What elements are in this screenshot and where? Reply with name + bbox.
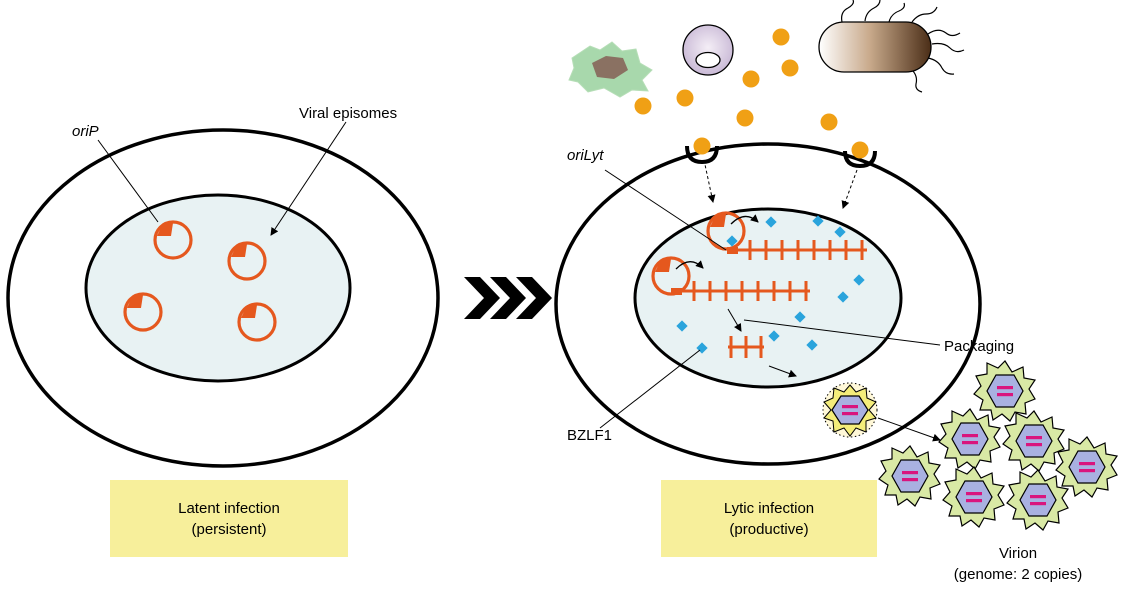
dendritic-cell-icon xyxy=(568,41,653,98)
rolling-arrow xyxy=(675,260,704,270)
virion-caption-subtitle: (genome: 2 copies) xyxy=(953,566,1083,583)
virion-caption: Virion (genome: 2 copies) xyxy=(938,543,1098,585)
episomes-pointer xyxy=(270,121,347,236)
transition-chevrons-icon xyxy=(464,277,552,319)
lytic-infection-box: Lytic infection (productive) xyxy=(661,480,877,557)
bound-ligand xyxy=(851,141,869,159)
concatemer-ticks xyxy=(748,240,864,260)
packaging-label: Packaging xyxy=(944,338,1014,355)
cleaved-genome-unit xyxy=(728,336,764,358)
signal-arrow xyxy=(841,169,858,209)
rolling-arrow xyxy=(730,214,759,225)
bound-ligand xyxy=(693,137,711,155)
bzlf1-label: BZLF1 xyxy=(567,427,612,444)
lytic-nucleus xyxy=(633,207,903,389)
bacterium-icon xyxy=(818,0,965,93)
orip-leader-line xyxy=(97,139,159,223)
receptor-right xyxy=(843,150,877,169)
orilyt-box xyxy=(727,247,738,254)
virion-caption-title: Virion xyxy=(998,545,1038,562)
virion-icon xyxy=(942,466,1005,528)
latent-infection-box: Latent infection (persistent) xyxy=(110,480,348,557)
b-cell-icon xyxy=(682,24,734,76)
orip-label: oriP xyxy=(72,123,99,140)
orilyt-label: oriLyt xyxy=(567,147,604,164)
concatemer-ticks xyxy=(692,281,808,301)
latent-infection-title: Latent infection xyxy=(178,499,280,517)
cleavage-arrow xyxy=(727,308,742,332)
receptor-left xyxy=(685,145,719,165)
signal-arrow xyxy=(703,159,716,203)
packaging-leader-line xyxy=(743,319,941,346)
export-arrow xyxy=(768,365,797,378)
lytic-infection-title: Lytic infection xyxy=(723,499,815,517)
virion-icon xyxy=(938,408,1001,470)
bzlf1-leader-line xyxy=(599,349,701,429)
virion-icon xyxy=(878,445,941,507)
orilyt-box xyxy=(671,288,682,295)
latent-nucleus xyxy=(84,193,352,383)
virion-icon xyxy=(1002,410,1065,472)
viral-episomes-label: Viral episomes xyxy=(299,105,397,122)
orilyt-leader-line xyxy=(604,169,727,251)
lytic-infection-subtitle: (productive) xyxy=(729,520,809,538)
release-arrow xyxy=(877,417,941,442)
budding-virion xyxy=(822,382,878,438)
virion-icon xyxy=(1006,469,1069,531)
ligand-dots xyxy=(634,28,838,131)
latent-infection-subtitle: (persistent) xyxy=(191,520,267,538)
virion-icon xyxy=(973,360,1036,422)
